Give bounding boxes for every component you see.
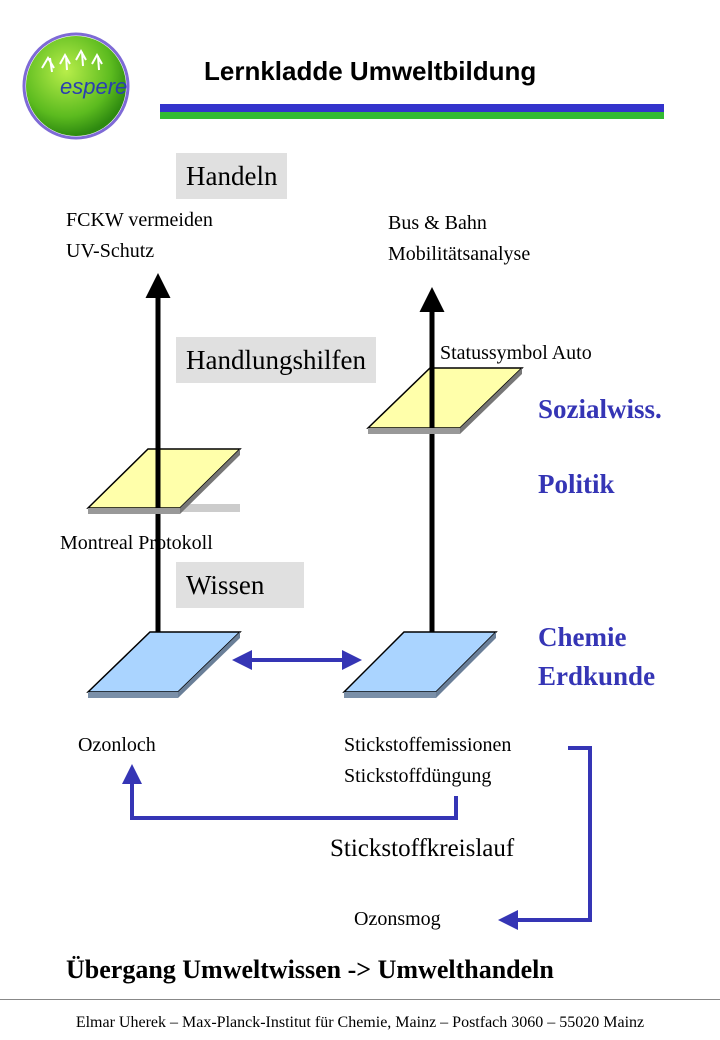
right-top-line-1: Bus & Bahn <box>388 212 487 234</box>
page-title: Lernkladde Umweltbildung <box>204 56 537 86</box>
discipline-politik: Politik <box>538 469 615 499</box>
left-bottom-label: Ozonloch <box>78 734 156 756</box>
right-bottom-line-2: Stickstoffdüngung <box>344 765 492 787</box>
discipline-erdkunde: Erdkunde <box>538 661 656 691</box>
tag-handlungshilfen: Handlungshilfen <box>176 337 376 383</box>
right-bottom-line-1: Stickstoffemissionen <box>344 734 512 756</box>
tag-handeln: Handeln <box>176 153 288 199</box>
footer-text: Elmar Uherek – Max-Planck-Institut für C… <box>75 1014 645 1031</box>
footer-divider <box>0 999 720 1000</box>
right-knowledge-plane <box>342 631 498 698</box>
right-top-line-2: Mobilitätsanalyse <box>388 243 531 265</box>
left-top-line-1: FCKW vermeiden <box>66 209 213 231</box>
bottom-title: Übergang Umweltwissen -> Umwelthandeln <box>66 955 554 984</box>
ozonsmog-arrow <box>498 746 592 930</box>
left-top-line-2: UV-Schutz <box>66 240 155 262</box>
espere-logo: espere <box>20 28 132 140</box>
header-bar-blue <box>160 104 664 112</box>
tag-wissen: Wissen <box>176 562 305 608</box>
cycle-return-arrow <box>122 764 458 820</box>
cycle-label: Stickstoffkreislauf <box>330 835 515 862</box>
header-bar-green <box>160 112 664 119</box>
right-middle-label: Statussymbol Auto <box>440 342 592 364</box>
left-action-plane <box>86 448 242 514</box>
discipline-chemie: Chemie <box>538 622 627 652</box>
discipline-sozialwiss: Sozialwiss. <box>538 394 662 424</box>
left-knowledge-plane <box>86 631 242 698</box>
logo-text: espere <box>60 74 127 99</box>
left-middle-label: Montreal Protokoll <box>60 532 213 554</box>
right-action-plane <box>366 367 524 434</box>
ozonsmog-label: Ozonsmog <box>354 908 441 930</box>
